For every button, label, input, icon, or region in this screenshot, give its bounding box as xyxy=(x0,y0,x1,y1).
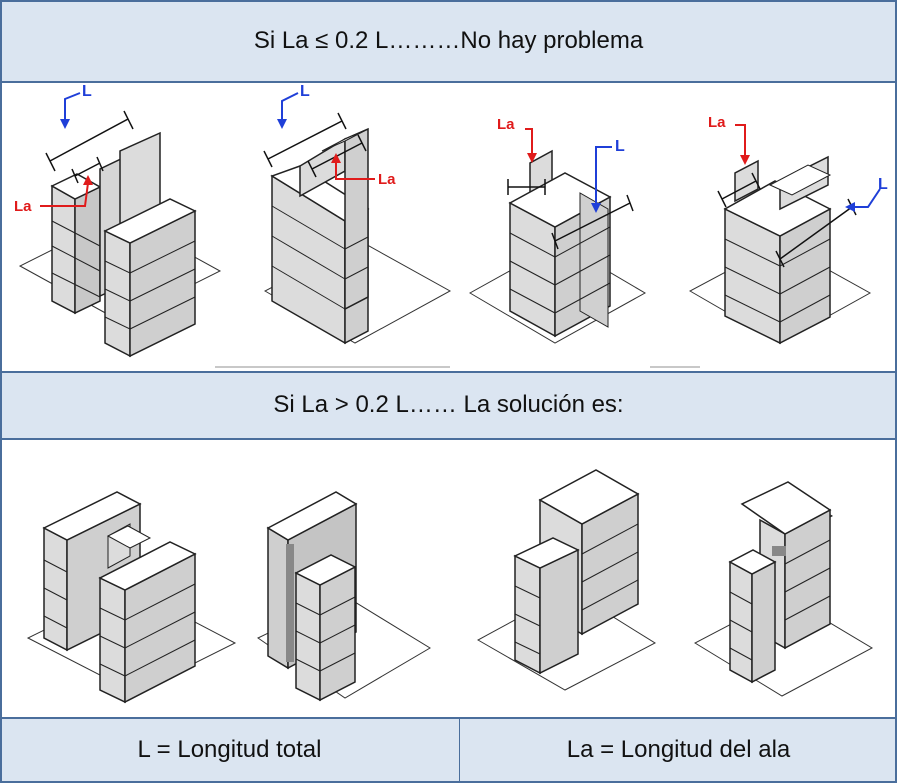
h-shape-solution xyxy=(26,491,237,704)
La-arrow xyxy=(40,182,89,207)
wall-shapes-ok-diagram: L La xyxy=(14,83,888,368)
L-label: L xyxy=(615,138,625,155)
border-row-4 xyxy=(0,717,897,719)
La-label: La xyxy=(378,171,396,188)
wall-shapes-solution-diagram xyxy=(26,469,874,704)
L-label: L xyxy=(300,83,310,100)
La-label: La xyxy=(708,114,726,131)
t-shape-solution xyxy=(476,469,657,691)
legend-footer: L = Longitud total La = Longitud del ala xyxy=(0,717,897,783)
La-label: La xyxy=(14,198,32,215)
cross-shape-wall: L La xyxy=(688,114,888,345)
L-label: L xyxy=(878,176,888,193)
border-bottom xyxy=(0,781,897,783)
panel-wall-shapes-ok: L La xyxy=(0,81,897,371)
La-label: La xyxy=(497,116,515,133)
h-shape-wall: L La xyxy=(14,83,222,358)
header-no-problem: Si La ≤ 0.2 L………No hay problema xyxy=(0,0,897,81)
border-row-3 xyxy=(0,438,897,440)
legend-flange-length: La = Longitud del ala xyxy=(566,736,791,763)
legend-total-length: L = Longitud total xyxy=(0,717,460,783)
header-solution: Si La > 0.2 L…… La solución es: xyxy=(0,371,897,438)
l-shape-solution xyxy=(257,491,431,702)
l-shape-wall: L La xyxy=(263,83,452,345)
L-arrow xyxy=(64,92,81,121)
panel-wall-shapes-solution xyxy=(0,438,897,717)
cross-shape-solution xyxy=(693,481,874,697)
border-right xyxy=(895,0,897,783)
border-row-1 xyxy=(0,81,897,83)
L-label: L xyxy=(82,83,92,100)
t-shape-wall: L La xyxy=(468,116,647,344)
border-top xyxy=(0,0,897,2)
border-left xyxy=(0,0,2,783)
border-row-2 xyxy=(0,371,897,373)
